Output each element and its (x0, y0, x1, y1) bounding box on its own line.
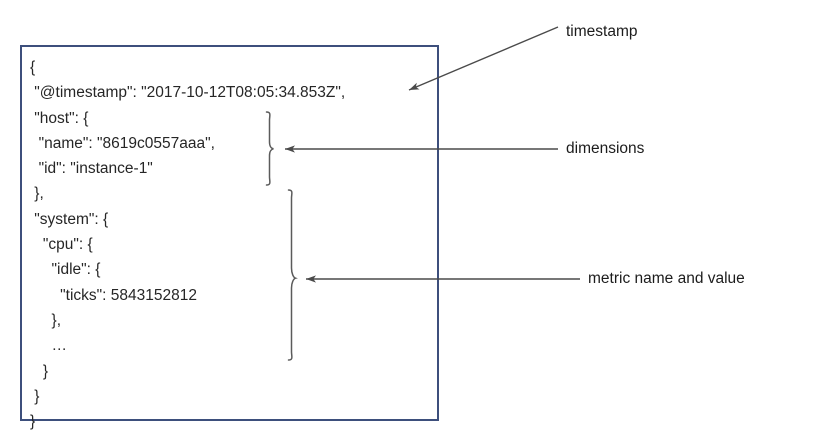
annotation-label-dimensions: dimensions (566, 140, 645, 157)
annotation-label-metric: metric name and value (588, 270, 745, 287)
json-line-timestamp: "@timestamp": "2017-10-12T08:05:34.853Z"… (30, 84, 346, 102)
json-line-host-close: }, (30, 185, 44, 203)
json-line-host-open: "host": { (30, 109, 89, 127)
json-line-ticks: "ticks": 5843152812 (30, 286, 197, 304)
json-line-idle-close: }, (30, 311, 62, 329)
json-line: { (30, 59, 36, 76)
json-line-cpu-close: } (30, 362, 49, 380)
json-line-host-id: "id": "instance-1" (30, 160, 153, 178)
json-line-ellipsis: … (30, 337, 68, 355)
json-line-root-close: } (30, 413, 36, 431)
json-document-panel: { "@timestamp": "2017-10-12T08:05:34.853… (20, 45, 439, 430)
json-document-code: { "@timestamp": "2017-10-12T08:05:34.853… (30, 55, 345, 434)
json-line-host-name: "name": "8619c0557aaa", (30, 134, 215, 152)
json-line-system-open: "system": { (30, 210, 109, 228)
json-line-idle-open: "idle": { (30, 261, 101, 279)
json-line-system-close: } (30, 387, 40, 405)
json-line-cpu-open: "cpu": { (30, 236, 93, 254)
annotation-label-timestamp: timestamp (566, 23, 638, 40)
